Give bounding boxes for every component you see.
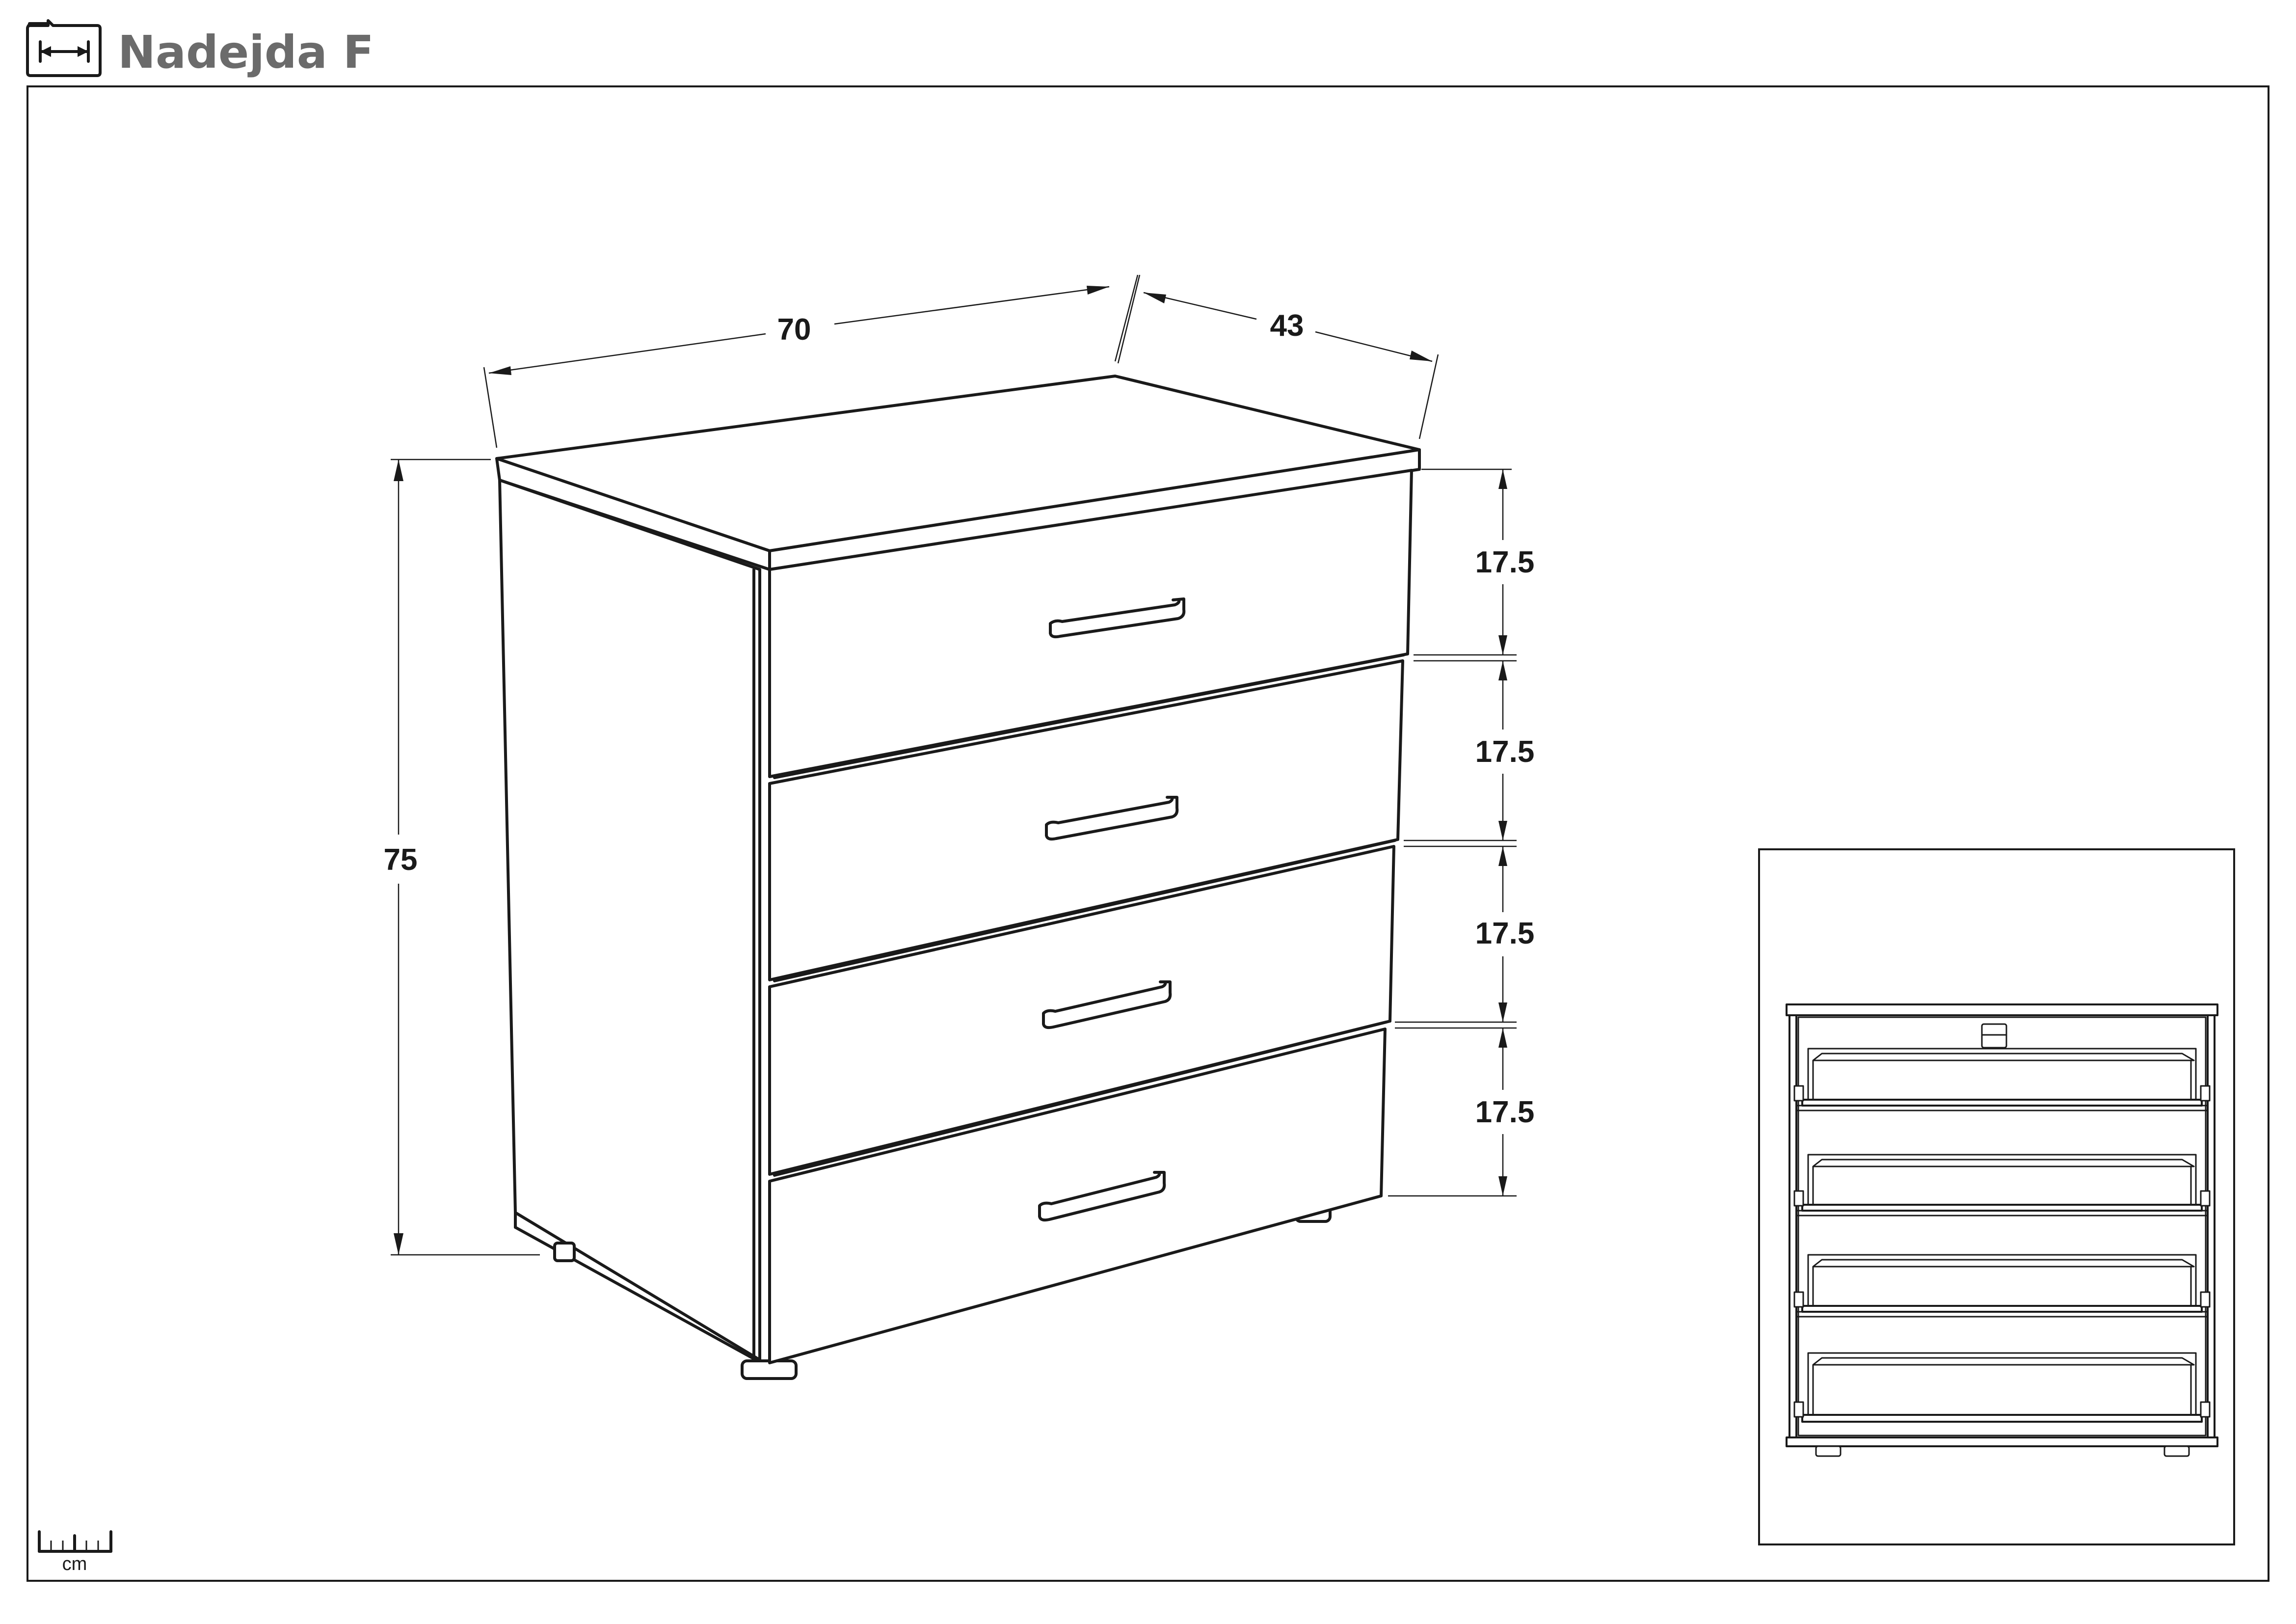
dresser-foot: [553, 1242, 576, 1262]
drawer-1: [768, 469, 1413, 778]
unit-label: cm: [62, 1554, 87, 1574]
dimensions-sheet-icon: [26, 19, 102, 77]
depth-label: 43: [1270, 309, 1304, 343]
drawer-2-height-label: 17.5: [1475, 735, 1535, 769]
height-dimension: 75: [384, 459, 540, 1256]
drawer-height-dimensions: 17.5 17.5 17.5 17.5: [1388, 468, 1535, 1197]
page-title: Nadejda F: [118, 26, 374, 79]
drawer-1-height-label: 17.5: [1475, 545, 1535, 579]
height-label: 75: [384, 843, 418, 877]
width-label: 70: [777, 313, 811, 347]
drawer-2: [768, 659, 1404, 981]
depth-dimension: 43: [1114, 274, 1439, 439]
dresser-top-right-edge: [768, 448, 1421, 571]
drawer-handle: [1042, 980, 1172, 1029]
drawer-3: [768, 845, 1395, 1176]
ruler-icon: [38, 1530, 112, 1553]
drawer-handle: [1038, 1171, 1166, 1222]
dresser-isometric-view: [495, 375, 1421, 1380]
drawer-handle: [1045, 796, 1179, 841]
width-dimension: 70: [483, 274, 1141, 448]
dresser-side-panel: [498, 479, 761, 1361]
drawer-3-height-label: 17.5: [1475, 917, 1535, 950]
drawer-4-height-label: 17.5: [1475, 1095, 1535, 1129]
sheet-frame: [27, 85, 2269, 1582]
inset-frame: [1758, 848, 2235, 1545]
drawer-handle: [1049, 597, 1186, 639]
open-drawers-front-view: [1758, 848, 2235, 1545]
